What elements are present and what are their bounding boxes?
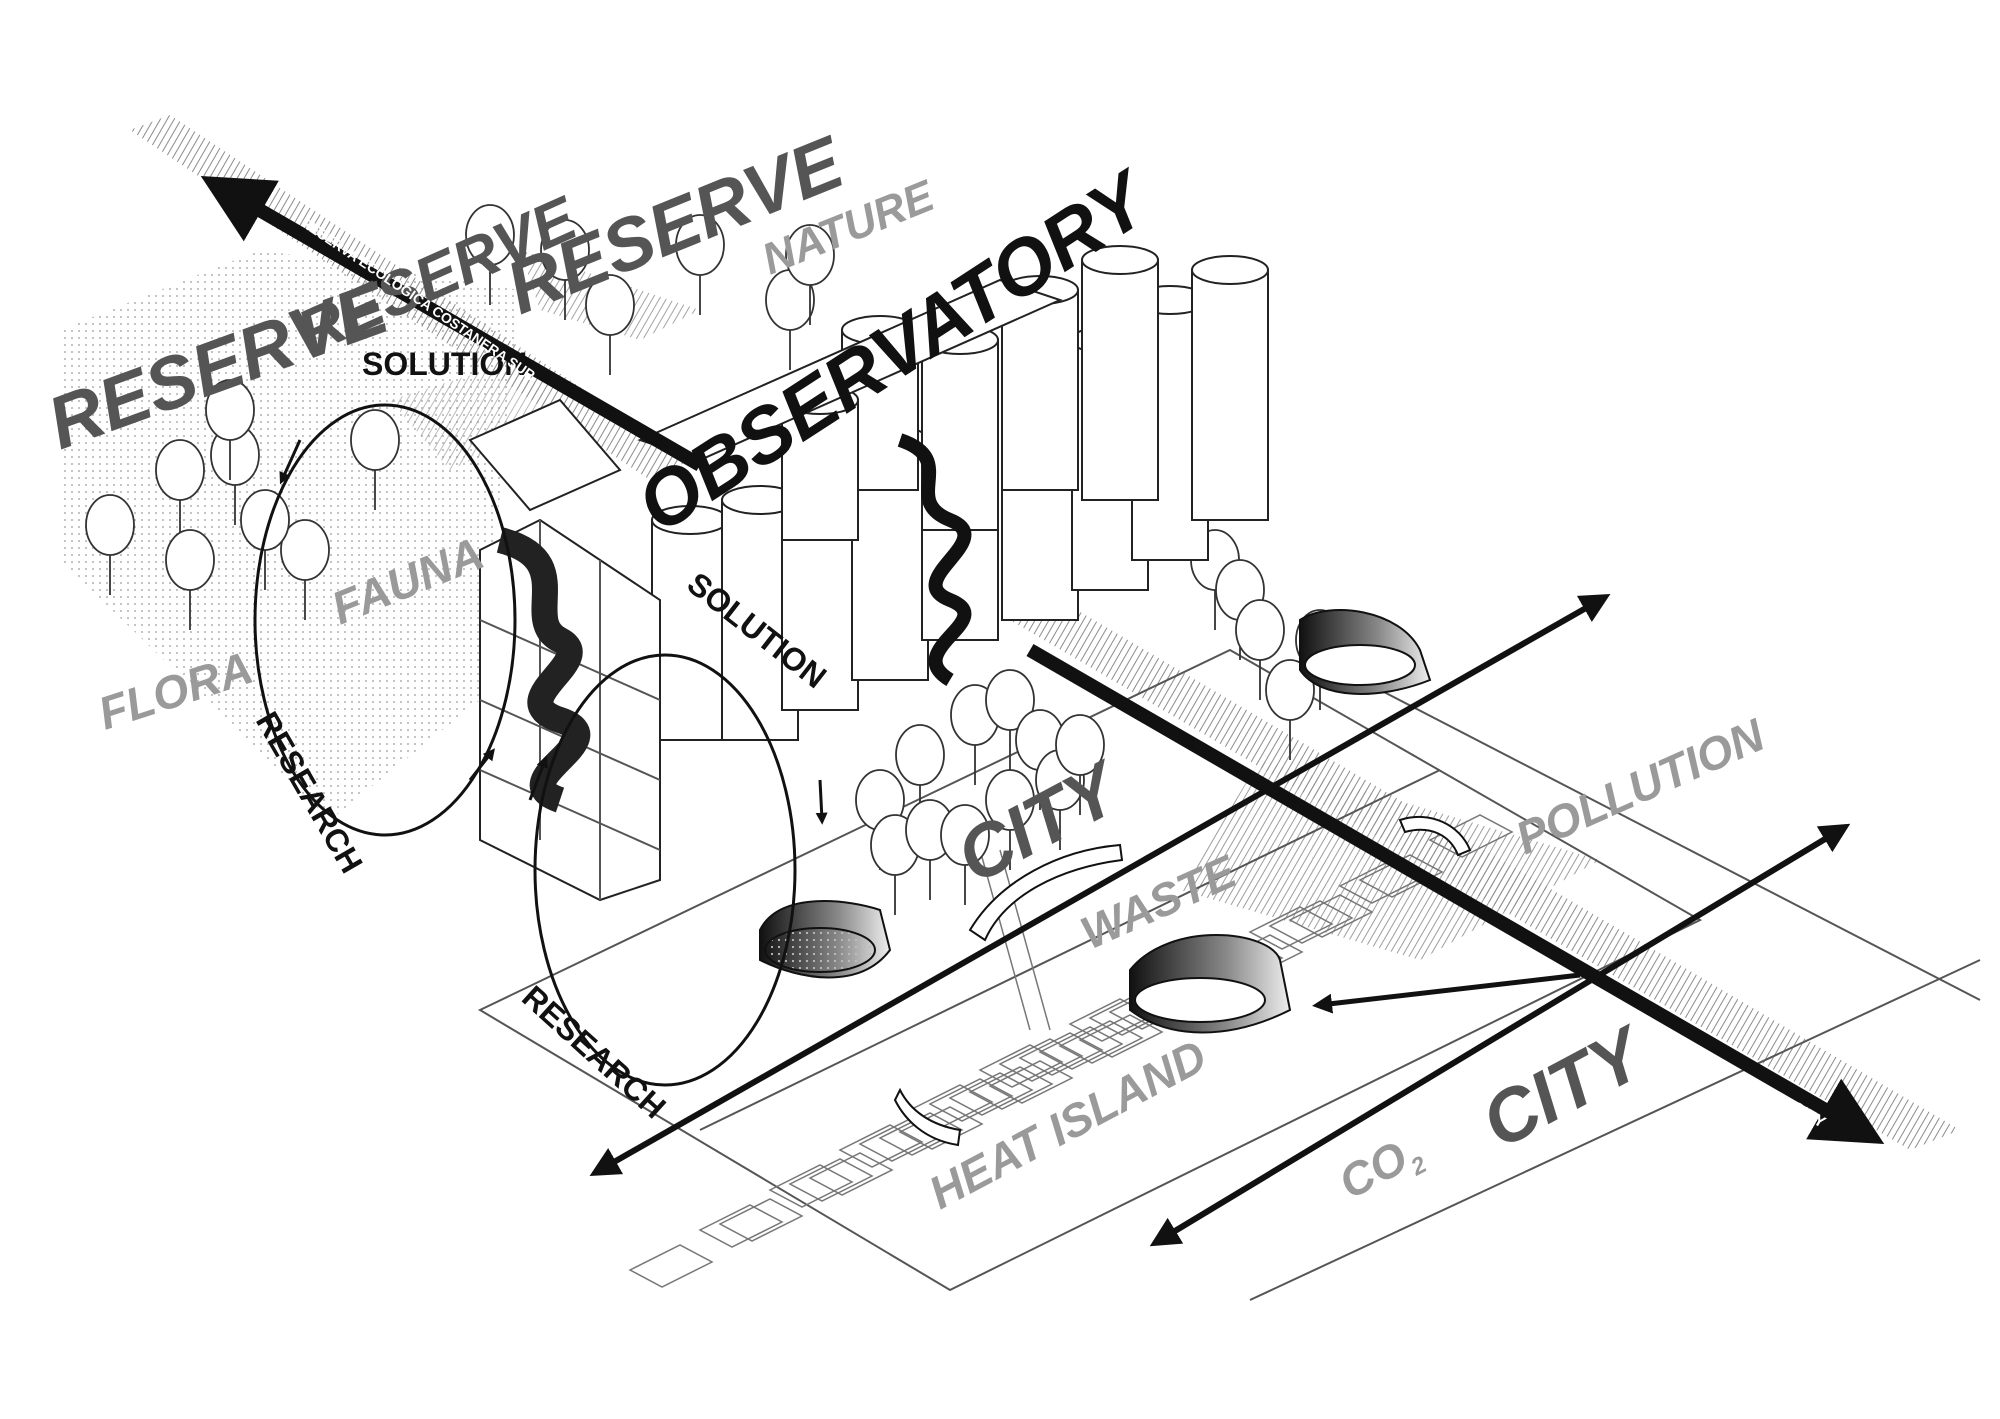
tree	[785, 224, 835, 325]
parking-space	[768, 1164, 854, 1208]
parking-space	[718, 1198, 804, 1242]
label-co2: CO 2	[1330, 1130, 1431, 1208]
tree-crown	[85, 494, 135, 556]
tree	[675, 214, 725, 315]
tree	[280, 519, 330, 620]
silo-top	[1191, 255, 1269, 285]
label-research-2: RESEARCH	[515, 978, 673, 1125]
tree-crown	[205, 379, 255, 441]
research-cycle-1-arrow-2	[468, 748, 495, 781]
tree-crown	[280, 519, 330, 581]
city-arrow-1	[589, 594, 1611, 1176]
tree-crown	[465, 204, 515, 266]
parking-space	[838, 1124, 924, 1168]
tree	[165, 529, 215, 630]
tree-crown	[1235, 599, 1285, 661]
tree	[85, 494, 135, 595]
tree	[765, 269, 815, 370]
parking-space	[928, 1078, 1014, 1122]
parking-space	[808, 1152, 894, 1196]
parking-space	[628, 1244, 714, 1288]
tree-crown	[585, 274, 635, 336]
silo	[1081, 245, 1159, 501]
silo-body	[1081, 259, 1159, 501]
research-cycle-2-arrow-2	[528, 755, 549, 801]
research-cycle-1-arrow	[279, 439, 302, 485]
bowl-1	[759, 900, 892, 979]
tree	[155, 439, 205, 540]
tree	[205, 379, 255, 480]
parking-space	[1018, 1032, 1104, 1076]
silo-body	[651, 519, 729, 741]
parking-space	[948, 1072, 1034, 1116]
tree-crown	[165, 529, 215, 591]
tree-crown	[675, 214, 725, 276]
tree-crown	[240, 489, 290, 551]
silo	[1191, 255, 1269, 521]
label-pollution: POLLUTION	[1508, 708, 1773, 864]
parking-space	[1038, 1026, 1124, 1070]
label-city-2: CITY	[1469, 1009, 1662, 1164]
label-co2-base: CO	[1330, 1130, 1416, 1208]
tree-crown	[785, 224, 835, 286]
silo-body	[1001, 289, 1079, 491]
tree-crown	[155, 439, 205, 501]
tree	[240, 489, 290, 590]
silo-top	[1081, 245, 1159, 275]
tree-crown	[540, 219, 590, 281]
tree	[465, 204, 515, 305]
parking-space	[698, 1204, 784, 1248]
parking-space	[788, 1158, 874, 1202]
city-arrow-2	[1149, 823, 1851, 1247]
bowl-2	[1129, 934, 1292, 1034]
tree	[350, 409, 400, 510]
label-solution-1: SOLUTION	[362, 346, 527, 382]
tree-crown	[350, 409, 400, 471]
label-heat-island: HEAT ISLAND	[920, 1029, 1214, 1218]
tree-crown	[895, 724, 945, 786]
tree	[585, 274, 635, 375]
research-cycle-2-arrow	[815, 779, 828, 825]
research-cycle-1	[253, 403, 517, 837]
workshop-arrow	[1312, 972, 1581, 1014]
tree	[540, 219, 590, 320]
silo-body	[1191, 269, 1269, 521]
tree	[210, 424, 260, 525]
silo	[1001, 275, 1079, 491]
bowl-3	[1299, 609, 1432, 695]
reserve-arrow	[200, 175, 704, 472]
